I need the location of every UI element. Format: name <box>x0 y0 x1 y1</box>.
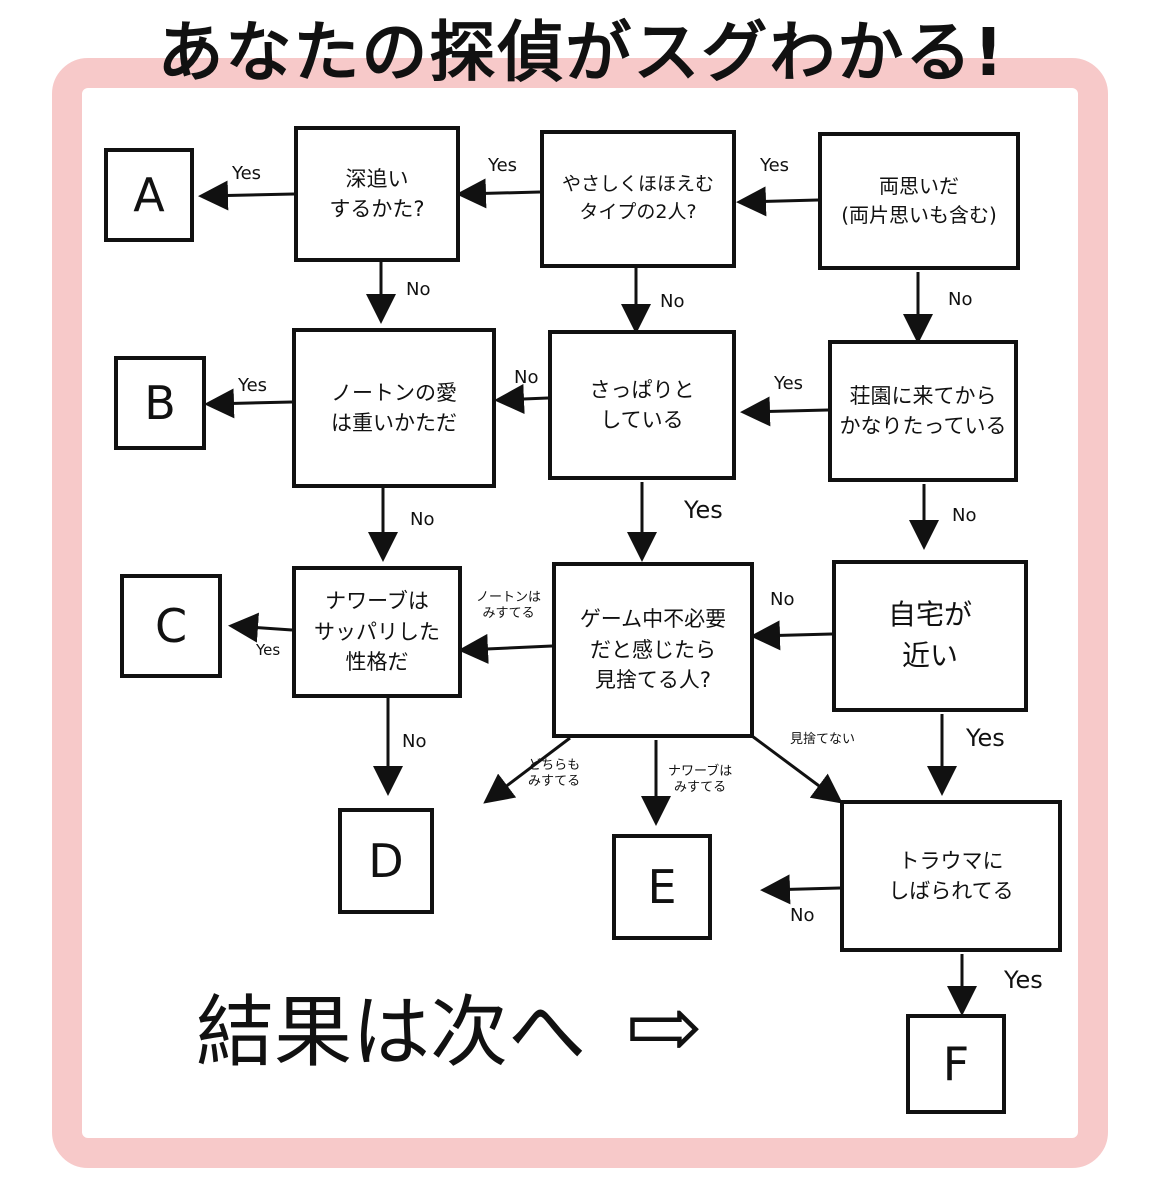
question-norton-box: ノートンの愛 は重いかただ <box>292 328 496 488</box>
label-no-home-game: No <box>770 589 795 610</box>
label-no-sappari-norton: No <box>514 367 539 388</box>
question-sappari-box: さっぱりと している <box>548 330 736 480</box>
label-no-smile: No <box>660 291 685 312</box>
arrow-norton-b <box>204 388 293 419</box>
arrow-game-dochiramo <box>483 736 571 804</box>
label-yes-home-trauma: Yes <box>966 724 1005 752</box>
label-no-manor: No <box>952 505 977 526</box>
question-chase-box: 深追い するかた? <box>294 126 460 262</box>
arrow-chase-a <box>198 180 295 211</box>
result-d-box: D <box>338 808 434 914</box>
arrow-home-game <box>750 620 833 651</box>
question-game-box: ゲーム中不必要 だと感じたら 見捨てる人? <box>552 562 754 738</box>
footer-text: 結果は次へ ⇨ <box>196 978 702 1083</box>
footer-arrow-icon: ⇨ <box>624 974 702 1081</box>
arrow-sappari-norton <box>494 384 549 414</box>
question-manor-box: 荘園に来てから かなりたっている <box>828 340 1018 482</box>
arrow-smile-chase <box>456 178 541 209</box>
result-b-box: B <box>114 356 206 450</box>
arrow-naib-c <box>228 612 293 643</box>
label-yes-naib-c: Yes <box>256 641 281 659</box>
label-yes-trauma-f: Yes <box>1004 966 1043 994</box>
label-no-norton: No <box>410 509 435 530</box>
result-c-box: C <box>120 574 222 678</box>
label-no-trauma-e: No <box>790 905 815 926</box>
result-f-box: F <box>906 1014 1006 1114</box>
pink-frame <box>52 58 1108 1168</box>
footer-label: 結果は次へ <box>196 988 587 1078</box>
arrow-game-trauma <box>751 734 843 804</box>
label-no-naib: No <box>402 731 427 752</box>
label-yes-chase-a: Yes <box>232 163 262 184</box>
question-start-box: 両思いだ (両片思いも含む) <box>818 132 1020 270</box>
result-a-box: A <box>104 148 194 242</box>
result-e-box: E <box>612 834 712 940</box>
question-smile-box: やさしくほほえむ タイプの2人? <box>540 130 736 268</box>
arrow-game-naib <box>458 633 553 664</box>
arrow-manor-sappari <box>740 396 829 427</box>
page-title: あなたの探偵がスグわかる! <box>157 14 1006 91</box>
label-yes-norton-b: Yes <box>238 375 268 396</box>
label-yes-start-smile: Yes <box>760 155 790 176</box>
label-no-chase: No <box>406 279 431 300</box>
question-naib-box: ナワーブは サッパリした 性格だ <box>292 566 462 698</box>
label-naib-mishiteru: ナワーブは みすてる <box>668 764 733 795</box>
label-yes-smile-chase: Yes <box>488 155 518 176</box>
label-yes-manor-sappari: Yes <box>774 373 804 394</box>
question-home-box: 自宅が 近い <box>832 560 1028 712</box>
label-no-start: No <box>948 289 973 310</box>
label-dochiramo: どちらも みすてる <box>528 758 581 789</box>
arrow-start-smile <box>736 186 819 217</box>
question-trauma-box: トラウマに しばられてる <box>840 800 1062 952</box>
label-yes-sappari-game: Yes <box>684 496 723 524</box>
arrow-trauma-e <box>760 874 841 905</box>
label-misutenai: 見捨てない <box>790 732 856 747</box>
label-norton-mishiteru: ノートンは みすてる <box>476 590 542 621</box>
